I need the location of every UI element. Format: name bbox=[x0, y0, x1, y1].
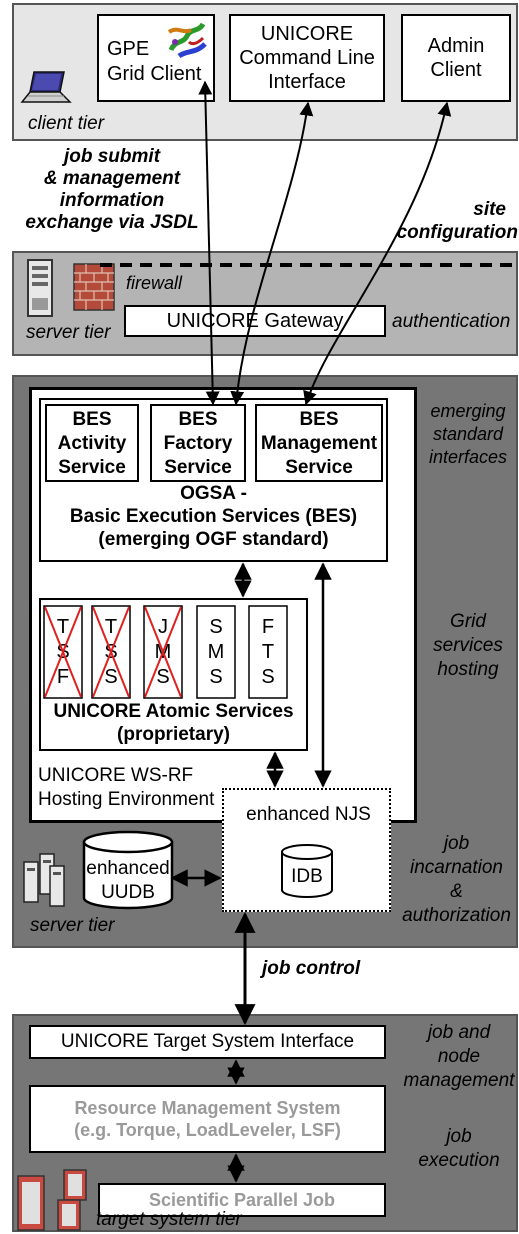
job-node-line3: management bbox=[403, 1070, 515, 1091]
job-node-management-label: job and node management bbox=[400, 1021, 518, 1093]
bes-management-service-box[interactable]: BES Management Service bbox=[255, 404, 383, 482]
bes-activity-line2: Activity bbox=[57, 433, 127, 454]
admin-client-box[interactable]: Admin Client bbox=[401, 14, 511, 102]
target-server-icon bbox=[17, 1169, 87, 1231]
admin-line1: Admin bbox=[427, 35, 485, 57]
atomic-line1: UNICORE Atomic Services bbox=[53, 701, 294, 722]
job-incarnation-label: job incarnation & authorization bbox=[395, 832, 518, 928]
command-line-interface-box[interactable]: UNICORE Command Line Interface bbox=[229, 14, 385, 102]
cli-line1: UNICORE bbox=[260, 23, 354, 45]
firewall-label: firewall bbox=[126, 273, 183, 293]
server-icon bbox=[27, 259, 53, 317]
bes-management-line1: BES bbox=[299, 409, 339, 430]
job-submit-line1: job submit bbox=[63, 146, 161, 167]
bes-activity-service-box[interactable]: BES Activity Service bbox=[45, 404, 139, 482]
molecule-icon bbox=[167, 22, 207, 59]
server-rack-icon bbox=[23, 853, 65, 907]
site-config-line1: site bbox=[473, 199, 506, 220]
firewall-icon bbox=[73, 263, 115, 311]
site-configuration-label: site configuration bbox=[380, 198, 518, 244]
njs-label: enhanced NJS bbox=[246, 804, 371, 825]
cli-line3: Interface bbox=[268, 71, 346, 93]
hosting-env-label: UNICORE WS-RF Hosting Environment bbox=[38, 764, 214, 812]
job-node-line2: node bbox=[437, 1046, 481, 1067]
grid-services-line1: Grid bbox=[450, 611, 486, 632]
job-exec-line2: execution bbox=[418, 1150, 500, 1171]
admin-line2: Client bbox=[430, 59, 482, 81]
job-incarnation-line2: incarnation bbox=[410, 857, 503, 878]
cli-line2: Command Line bbox=[239, 47, 375, 69]
ogsa-line1: OGSA - bbox=[180, 483, 247, 504]
job-incarnation-line1: job bbox=[443, 833, 470, 854]
emerging-line3: interfaces bbox=[428, 447, 508, 467]
atomic-line2: (proprietary) bbox=[117, 724, 230, 745]
target-system-tier-label: target system tier bbox=[96, 1209, 242, 1230]
job-node-line1: job and bbox=[427, 1022, 491, 1043]
hosting-line1: UNICORE WS-RF bbox=[38, 765, 194, 786]
atomic-services-label: UNICORE Atomic Services (proprietary) bbox=[39, 700, 308, 746]
enhanced-njs-box[interactable]: enhanced NJS bbox=[222, 788, 391, 912]
job-incarnation-line4: authorization bbox=[402, 905, 511, 926]
job-execution-label: job execution bbox=[400, 1125, 518, 1173]
gpe-grid-client-box[interactable]: GPE Grid Client bbox=[97, 14, 215, 102]
bes-factory-line1: BES bbox=[178, 409, 218, 430]
grid-services-line2: services bbox=[433, 635, 503, 656]
job-incarnation-line3: & bbox=[450, 881, 463, 902]
client-tier-label: client tier bbox=[28, 113, 105, 134]
target-system-interface-box[interactable]: UNICORE Target System Interface bbox=[29, 1025, 386, 1059]
job-submit-line2: & management bbox=[43, 168, 181, 189]
bes-management-line2: Management bbox=[260, 433, 378, 454]
job-control-label: job control bbox=[262, 958, 361, 979]
hosting-line2: Hosting Environment bbox=[38, 789, 215, 810]
resource-management-system-box[interactable]: Resource Management System (e.g. Torque,… bbox=[29, 1085, 386, 1153]
emerging-line2: standard bbox=[432, 424, 504, 444]
laptop-icon bbox=[20, 71, 72, 103]
emerging-line1: emerging bbox=[430, 401, 506, 421]
ogsa-line2: Basic Execution Services (BES) bbox=[69, 506, 358, 527]
bes-activity-line3: Service bbox=[58, 457, 126, 478]
emerging-standard-label: emerging standard interfaces bbox=[418, 400, 518, 469]
bes-factory-line3: Service bbox=[164, 457, 232, 478]
core-server-tier-label: server tier bbox=[30, 915, 115, 936]
gpe-label: GPE bbox=[107, 38, 150, 60]
job-exec-line1: job bbox=[446, 1126, 472, 1147]
job-submit-line4: exchange via JSDL bbox=[25, 212, 199, 233]
authentication-label: authentication bbox=[392, 311, 511, 332]
ogsa-line3: (emerging OGF standard) bbox=[98, 529, 329, 550]
gpe-grid-client-label: Grid Client bbox=[107, 63, 202, 85]
bes-factory-service-box[interactable]: BES Factory Service bbox=[150, 404, 246, 482]
ogsa-bes-label: OGSA - Basic Execution Services (BES) (e… bbox=[39, 482, 388, 551]
bes-management-line3: Service bbox=[285, 457, 353, 478]
rms-line2: (e.g. Torque, LoadLeveler, LSF) bbox=[74, 1120, 341, 1140]
bes-activity-line1: BES bbox=[72, 409, 112, 430]
gateway-server-tier-label: server tier bbox=[26, 322, 111, 343]
bes-factory-line2: Factory bbox=[163, 433, 233, 454]
job-submit-label: job submit & management information exch… bbox=[12, 146, 212, 234]
grid-services-line3: hosting bbox=[437, 659, 499, 680]
scientific-parallel-job-box[interactable]: Scientific Parallel Job bbox=[98, 1183, 386, 1217]
grid-services-hosting-label: Grid services hosting bbox=[418, 610, 518, 682]
job-submit-line3: information bbox=[59, 190, 165, 211]
site-config-line2: configuration bbox=[396, 222, 518, 243]
rms-line1: Resource Management System bbox=[74, 1098, 341, 1118]
unicore-gateway-box[interactable]: UNICORE Gateway bbox=[124, 305, 386, 337]
